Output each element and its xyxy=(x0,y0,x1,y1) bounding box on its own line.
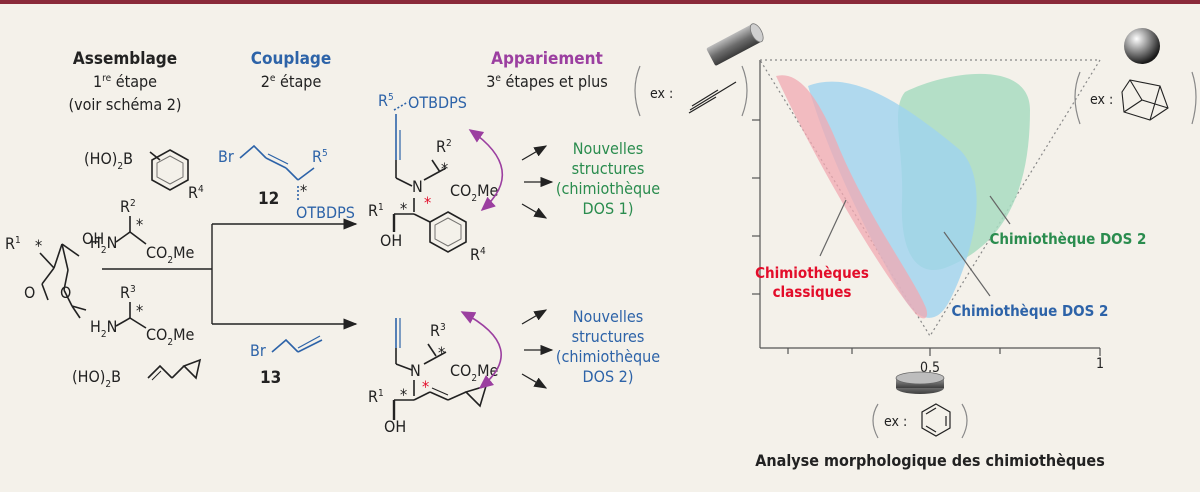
sphere-icon xyxy=(1124,28,1160,64)
label-dos2-blue: Chimiothèque DOS 2 xyxy=(952,302,1109,320)
svg-text:O: O xyxy=(24,283,35,302)
compound-12: Br R5 * OTBDPS 12 xyxy=(218,144,355,222)
pmi-plot: Chimiothèques classiques Chimiothèque DO… xyxy=(634,23,1197,470)
svg-text:structures: structures xyxy=(572,159,645,178)
svg-text:OH: OH xyxy=(82,229,104,248)
starting-dioxolane xyxy=(39,243,87,319)
svg-text:*: * xyxy=(300,181,307,200)
rod-icon xyxy=(706,23,764,66)
svg-text:R2: R2 xyxy=(120,197,136,216)
svg-text:structures: structures xyxy=(572,327,645,346)
compound-13: Br 13 xyxy=(250,335,323,388)
svg-text:R1: R1 xyxy=(368,201,384,220)
svg-text:(HO)2B: (HO)2B xyxy=(84,149,133,172)
svg-text:3e étapes et plus: 3e étapes et plus xyxy=(486,72,608,91)
svg-text:ex :: ex : xyxy=(1090,92,1113,108)
svg-text:R3: R3 xyxy=(430,321,446,340)
compound-label: 12 xyxy=(258,189,279,209)
y-ticks xyxy=(752,119,760,295)
top-rule xyxy=(0,0,1200,4)
svg-text:CO2Me: CO2Me xyxy=(146,243,195,266)
product-bottom: N R3 * CO2Me * R1 * OH xyxy=(368,311,502,436)
amino-ester-r2: R2 * H2N CO2Me xyxy=(90,197,195,266)
branch-lines xyxy=(102,218,358,330)
region-dos2-blue xyxy=(808,81,977,318)
label-classic: classiques xyxy=(773,283,852,301)
r1-label: R1 xyxy=(5,234,21,253)
svg-text:CO2Me: CO2Me xyxy=(450,361,499,384)
svg-text:Nouvelles: Nouvelles xyxy=(573,307,643,326)
disc-icon xyxy=(895,371,945,394)
svg-text:R2: R2 xyxy=(436,137,452,156)
svg-text:O: O xyxy=(60,283,71,302)
step-title: Couplage xyxy=(251,49,331,69)
svg-text:R4: R4 xyxy=(470,245,486,264)
cyclization-arrow-bottom xyxy=(460,311,502,390)
svg-text:R5: R5 xyxy=(312,147,328,166)
svg-text:*: * xyxy=(400,385,407,404)
outcome-dos1: Nouvelles structures (chimiothèque DOS 1… xyxy=(556,139,660,218)
svg-text:1re étape: 1re étape xyxy=(93,72,157,91)
svg-text:Br: Br xyxy=(218,147,234,166)
svg-text:(chimiothèque: (chimiothèque xyxy=(556,347,660,366)
step-title: Appariement xyxy=(491,49,603,69)
outcome-arrows xyxy=(521,145,554,389)
svg-text:CO2Me: CO2Me xyxy=(146,325,195,348)
svg-text:H2N: H2N xyxy=(90,233,117,256)
svg-text:ex :: ex : xyxy=(884,414,907,430)
benzene-icon xyxy=(921,403,951,437)
svg-text:Nouvelles: Nouvelles xyxy=(573,139,643,158)
svg-text:*: * xyxy=(424,193,431,212)
svg-text:R3: R3 xyxy=(120,283,136,302)
r4-label: R4 xyxy=(188,183,204,202)
svg-text:ex :: ex : xyxy=(650,86,673,102)
diyne-icon xyxy=(688,81,737,114)
vinyl-boronic-acid: (HO)2B xyxy=(72,358,202,390)
svg-text:(voir schéma 2): (voir schéma 2) xyxy=(68,95,181,114)
compound-label: 13 xyxy=(260,368,281,388)
step-appariement: Appariement 3e étapes et plus xyxy=(486,49,608,91)
adamantane-icon xyxy=(1121,79,1169,121)
svg-text:*: * xyxy=(136,301,143,320)
svg-text:R5: R5 xyxy=(378,91,394,110)
svg-text:OTBDPS: OTBDPS xyxy=(408,93,467,112)
svg-text:N: N xyxy=(410,361,421,380)
svg-text:(chimiothèque: (chimiothèque xyxy=(556,179,660,198)
step-assemblage: Assemblage 1re étape (voir schéma 2) xyxy=(68,49,181,114)
svg-text:2e étape: 2e étape xyxy=(261,72,322,91)
amino-ester-r3: R3 * H2N CO2Me xyxy=(90,283,195,348)
label-dos2-green: Chimiothèque DOS 2 xyxy=(990,230,1147,248)
x-ticks xyxy=(787,348,1101,356)
svg-text:N: N xyxy=(412,177,423,196)
outcome-dos2: Nouvelles structures (chimiothèque DOS 2… xyxy=(556,307,660,386)
svg-text:*: * xyxy=(438,343,445,362)
svg-text:Br: Br xyxy=(250,341,266,360)
svg-text:OH: OH xyxy=(380,231,402,250)
step-couplage: Couplage 2e étape xyxy=(251,49,331,91)
product-top: R5 OTBDPS N R2 * CO2Me * R1 * OH R4 xyxy=(368,91,504,264)
svg-text:DOS 2): DOS 2) xyxy=(583,367,634,386)
svg-text:*: * xyxy=(136,215,143,234)
region-classic xyxy=(776,75,928,319)
tick-label: 1 xyxy=(1096,356,1104,372)
svg-text:*: * xyxy=(400,199,407,218)
aryl-boronic-acid: (HO)2B R4 xyxy=(84,149,204,202)
svg-text:OH: OH xyxy=(384,417,406,436)
label-classic: Chimiothèques xyxy=(755,264,869,282)
svg-text:DOS 1): DOS 1) xyxy=(583,199,634,218)
svg-text:OTBDPS: OTBDPS xyxy=(296,203,355,222)
svg-text:*: * xyxy=(35,236,42,255)
svg-text:(HO)2B: (HO)2B xyxy=(72,367,121,390)
svg-text:H2N: H2N xyxy=(90,317,117,340)
cyclization-arrow-top xyxy=(468,129,504,212)
svg-text:*: * xyxy=(422,377,429,396)
plot-caption: Analyse morphologique des chimiothèques xyxy=(755,451,1105,470)
svg-text:R1: R1 xyxy=(368,387,384,406)
step-title: Assemblage xyxy=(73,49,177,69)
